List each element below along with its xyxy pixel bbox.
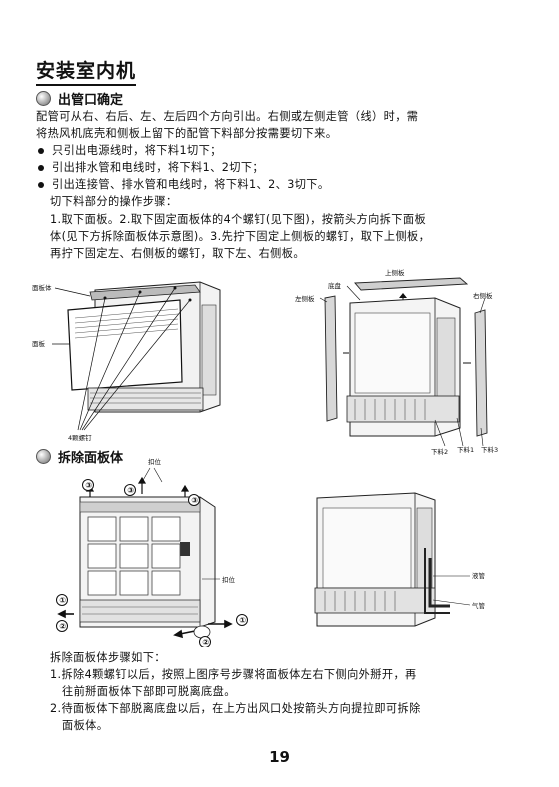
panel-step-2-line-2: 面板体。 <box>62 719 109 732</box>
steps-heading: 切下料部分的操作步骤： <box>50 195 178 208</box>
steps-line-1: 1.取下面板。2.取下固定面板体的4个螺钉(见下图)，按箭头方向拆下面板 <box>50 213 427 226</box>
figure-panel-body-steps: 扣位 扣位 ③ ③ ③ ① ② ① <box>56 457 248 647</box>
section-ball-icon <box>36 449 51 464</box>
section-heading-text: 出管口确定 <box>58 93 124 108</box>
section-ball-icon <box>36 91 51 106</box>
label-left-plate: 左侧板 <box>295 294 315 303</box>
label-gas-pipe: 气管 <box>472 601 486 610</box>
panel-step-1-line-1: 1.拆除4颗螺钉以后，按照上图序号步骤将面板体左右下侧向外掰开，再 <box>50 668 417 681</box>
steps-line-3: 再拧下固定左、右侧板的螺钉，取下左、右侧板。 <box>50 247 305 260</box>
list-item: 引出连接管、排水管和电线时，将下料1、2、3切下。 <box>36 176 329 193</box>
intro-line-1: 配管可从右、右后、左、左后四个方向引出。右侧或左侧走管（线）时，需 <box>36 110 419 123</box>
section-heading-outlet: 出管口确定 <box>36 89 123 108</box>
page-number: 19 <box>269 748 290 766</box>
panel-steps-heading: 拆除面板体步骤如下： <box>50 651 166 664</box>
step-1-marker: ① <box>239 616 246 625</box>
list-item: 只引出电源线时，将下料1切下； <box>36 142 222 159</box>
intro-line-2: 将热风机底壳和侧板上留下的配管下料部分按需要切下来。 <box>36 127 338 140</box>
figure-unit-pipes: 液管 气管 <box>314 492 486 627</box>
bullet-dot-icon <box>38 182 44 188</box>
label-knockout-3: 下料3 <box>481 445 498 454</box>
bullet-dot-icon <box>38 165 44 171</box>
label-right-plate: 右侧板 <box>473 291 493 300</box>
page-title: 安装室内机 <box>36 56 137 86</box>
section-heading-text: 拆除面板体 <box>58 451 124 466</box>
label-clip-top: 扣位 <box>148 457 162 466</box>
step-2-marker: ② <box>59 622 66 631</box>
label-panel-body: 面板体 <box>32 283 52 292</box>
panel-step-2-line-1: 2.待面板体下部脱离底盘以后，在上方出风口处按箭头方向提拉即可拆除 <box>50 702 421 715</box>
step-1-marker: ① <box>59 596 66 605</box>
step-3-marker: ③ <box>191 496 198 505</box>
label-clip-side: 扣位 <box>222 575 236 584</box>
list-item: 引出排水管和电线时，将下料1、2切下； <box>36 159 264 176</box>
label-base: 底盘 <box>328 281 342 290</box>
step-2-marker: ② <box>202 638 209 647</box>
panel-step-1-line-2: 往前掰面板体下部即可脱离底盘。 <box>62 685 236 698</box>
label-knockout-1: 下料1 <box>457 445 474 454</box>
label-liquid-pipe: 液管 <box>472 571 486 580</box>
figure-panel-removal: 面板体 面板 4颗螺钉 <box>32 281 221 442</box>
label-knockout-2: 下料2 <box>431 447 448 456</box>
steps-line-2: 体(见下方拆除面板体示意图)。3.先拧下固定上侧板的螺钉，取下上侧板， <box>50 230 431 243</box>
bullet-dot-icon <box>38 148 44 154</box>
section-heading-panel: 拆除面板体 <box>36 447 123 466</box>
label-four-screws: 4颗螺钉 <box>68 433 92 442</box>
step-3-marker: ③ <box>85 481 92 490</box>
label-panel: 面板 <box>32 339 46 348</box>
figure-side-plates: 上侧板 底盘 左侧板 右侧板 下料2 下料1 下料3 <box>295 268 498 456</box>
label-top-plate: 上侧板 <box>385 268 405 277</box>
step-3-marker: ③ <box>127 486 134 495</box>
